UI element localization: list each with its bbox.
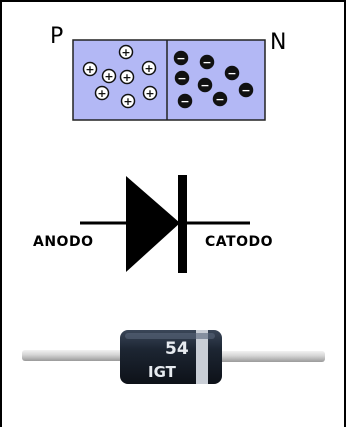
cathode-label: CATODO <box>205 234 273 250</box>
hole-carrier <box>120 93 136 109</box>
electron-carrier-sign: − <box>177 72 186 85</box>
hole-carrier <box>142 85 158 101</box>
electron-carrier-sign: − <box>241 84 250 97</box>
hole-carriers: ++++++++ <box>82 44 158 109</box>
diode-symbol <box>80 175 250 273</box>
hole-carrier-sign: + <box>145 87 154 100</box>
hole-carrier <box>82 61 98 77</box>
hole-carrier-sign: + <box>85 63 94 76</box>
diode-triangle <box>126 176 180 272</box>
electron-carrier-sign: − <box>176 52 185 65</box>
pn-junction: ++++++++ −−−−−−−− <box>72 39 266 121</box>
hole-carrier <box>141 60 157 76</box>
hole-carrier-sign: + <box>104 70 113 83</box>
n-side-label: N <box>270 30 287 55</box>
hole-carrier-sign: + <box>122 71 131 84</box>
electron-carrier-sign: − <box>200 79 209 92</box>
hole-carrier <box>119 69 135 85</box>
hole-carrier-sign: + <box>97 87 106 100</box>
electron-carrier <box>212 91 228 107</box>
p-side-label: P <box>50 24 64 49</box>
cathode-bar <box>178 175 187 273</box>
hole-carrier-sign: + <box>121 46 130 59</box>
electron-carriers: −−−−−−−− <box>173 50 254 109</box>
junction-block <box>72 39 266 121</box>
component-marking: 54 <box>165 339 189 359</box>
anode-label: ANODO <box>33 234 94 250</box>
electron-carrier <box>197 77 213 93</box>
hole-carrier-sign: + <box>123 95 132 108</box>
diode-component: 54 IGT <box>22 330 325 384</box>
electron-carrier-sign: − <box>202 56 211 69</box>
hole-carrier <box>101 68 117 84</box>
body-highlight <box>125 333 215 339</box>
electron-carrier <box>199 54 215 70</box>
component-lead-left <box>22 350 126 361</box>
electron-carrier-sign: − <box>227 67 236 80</box>
electron-carrier <box>224 65 240 81</box>
hole-carrier-sign: + <box>144 62 153 75</box>
component-marking-2: IGT <box>148 363 177 381</box>
electron-carrier-sign: − <box>215 93 224 106</box>
electron-carrier <box>174 70 190 86</box>
hole-carrier <box>94 85 110 101</box>
electron-carrier <box>173 50 189 66</box>
cathode-band <box>196 330 208 384</box>
electron-carrier <box>177 93 193 109</box>
electron-carrier <box>238 82 254 98</box>
hole-carrier <box>118 44 134 60</box>
electron-carrier-sign: − <box>180 95 189 108</box>
component-lead-right <box>215 351 325 362</box>
